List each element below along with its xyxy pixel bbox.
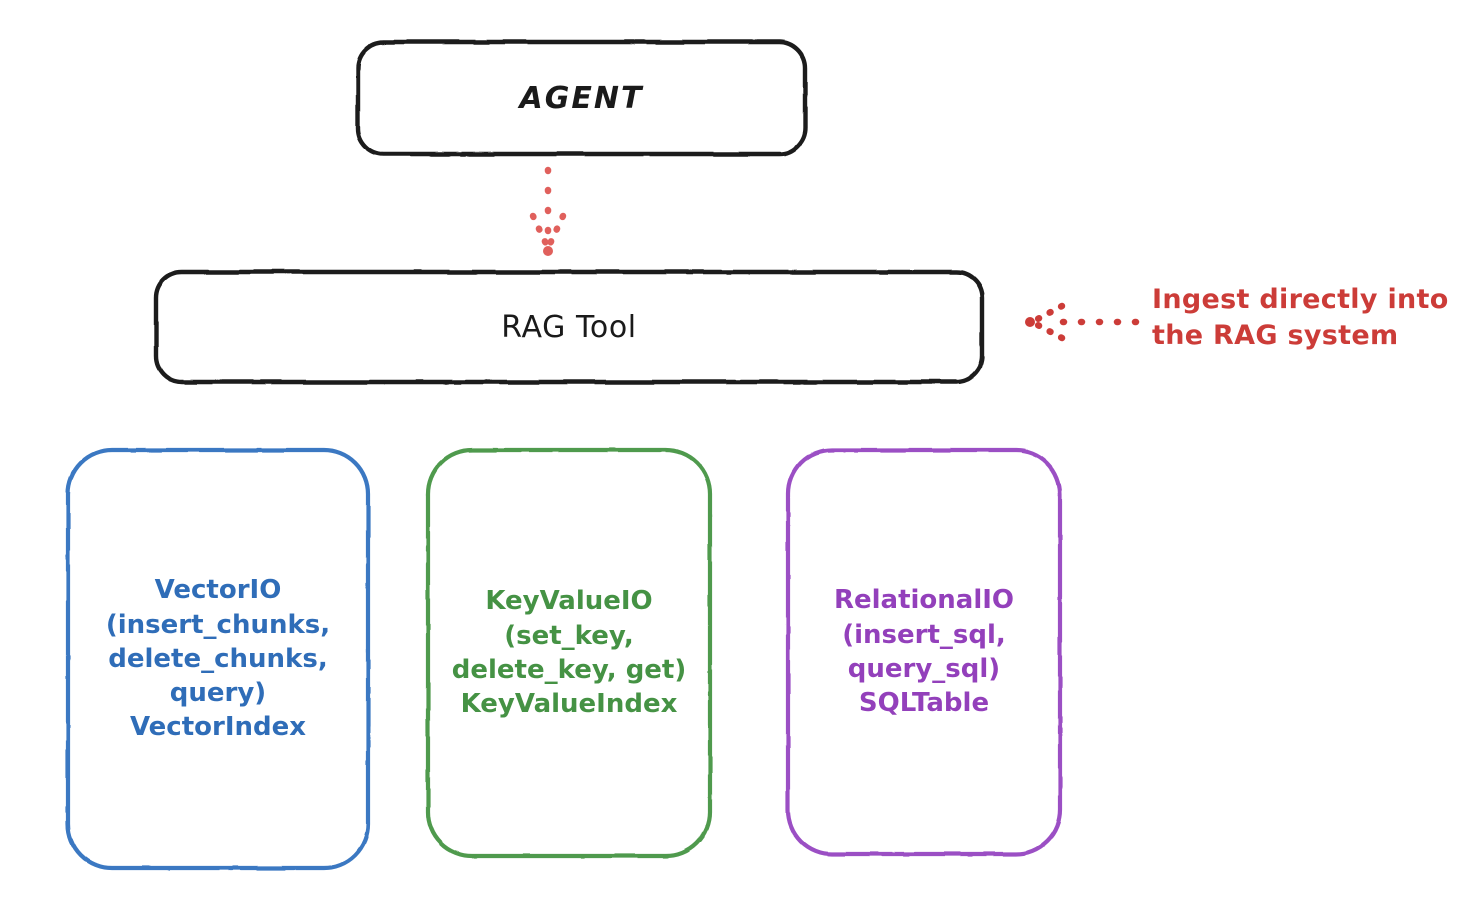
keyvalueio-node-label-group: KeyValueIO (set_key, delete_key, get) Ke… xyxy=(424,450,714,856)
relationalio-box-outline xyxy=(785,447,1063,857)
vectorio-box-outline xyxy=(65,447,371,871)
relationalio-table-label: SQLTable xyxy=(858,688,990,719)
keyvalueio-api-label: KeyValueIO (set_key, delete_key, get) xyxy=(451,586,687,685)
relationalio-node-label-group: RelationalIO (insert_sql, query_sql) SQL… xyxy=(788,450,1060,854)
relationalio-api-label: RelationalIO (insert_sql, query_sql) xyxy=(833,585,1015,684)
ingest-arrow xyxy=(1025,302,1140,342)
vectorio-api-label: VectorIO (insert_chunks, delete_chunks, … xyxy=(105,575,331,709)
ingest-annotation-text: Ingest directly into the RAG system xyxy=(1152,284,1449,352)
rag-tool-box-outline xyxy=(153,269,985,385)
agent-box-outline xyxy=(355,39,808,157)
rag-tool-node-label: RAG Tool xyxy=(501,309,637,345)
keyvalueio-index-label: KeyValueIndex xyxy=(460,689,678,720)
agent-node-label: AGENT xyxy=(519,80,644,116)
keyvalueio-box-outline xyxy=(425,447,713,859)
vectorio-node-label-group: VectorIO (insert_chunks, delete_chunks, … xyxy=(68,450,368,868)
vectorio-index-label: VectorIndex xyxy=(129,712,307,743)
agent-to-rag-arrow xyxy=(529,166,567,256)
